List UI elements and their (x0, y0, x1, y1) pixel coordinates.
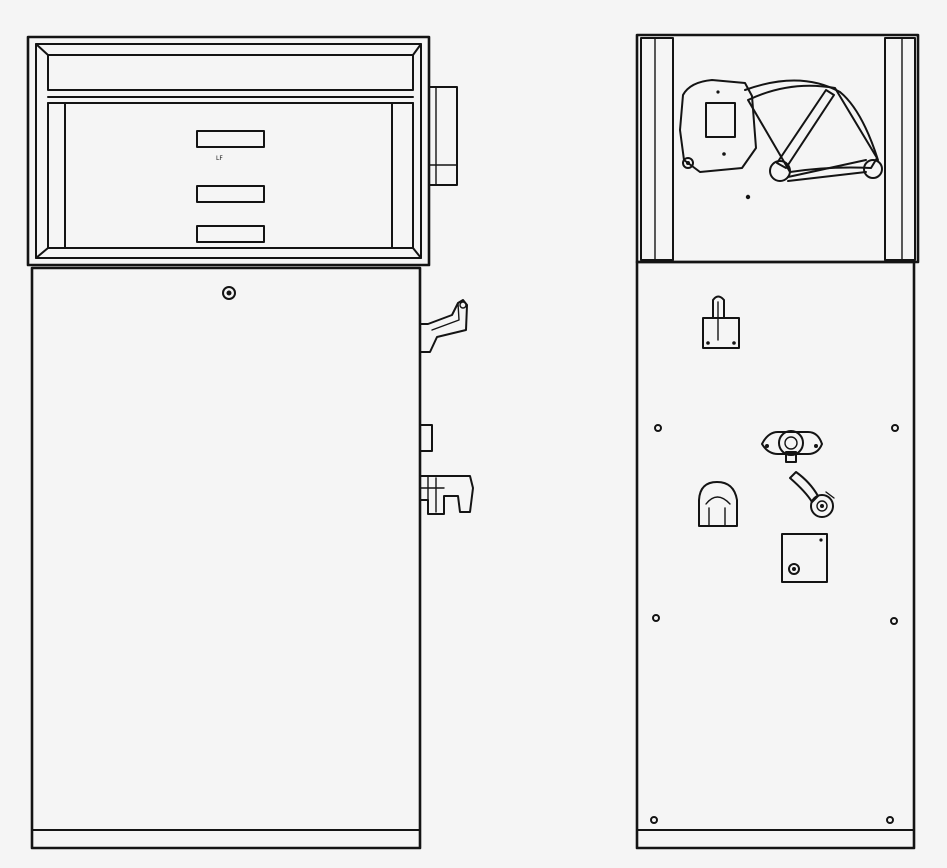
meter-pointer-arm (776, 89, 835, 169)
motor-unit (698, 481, 738, 527)
head-side-box (428, 86, 458, 186)
meter-sector (747, 84, 878, 173)
head-bevel-tl (35, 43, 49, 56)
meter-plate-bolt (682, 157, 694, 169)
head-outer-frame (26, 35, 431, 267)
meter-window (705, 102, 736, 138)
switch-cutout (702, 295, 740, 349)
front-lock-icon (222, 286, 236, 300)
side-head-left-post (640, 37, 674, 261)
junction-box (781, 533, 828, 583)
panel-screw-tr (891, 424, 899, 432)
meter-link-rod (787, 159, 867, 178)
pump-valve-fitting (761, 430, 823, 463)
head-bevel-bl (35, 247, 49, 259)
meter-link-rod-2 (787, 171, 867, 182)
meter-mechanism (679, 79, 883, 200)
side-head-frame (635, 33, 920, 264)
display-window-amount (196, 130, 265, 148)
front-head-housing (26, 35, 431, 267)
nozzle-boot (419, 475, 474, 515)
meter-pivot (769, 160, 791, 182)
display-window-price (196, 225, 265, 243)
side-cabinet-body (635, 260, 916, 850)
panel-screw-tl (654, 424, 662, 432)
hose-swivel (789, 471, 835, 518)
side-head-housing (635, 33, 920, 264)
meter-plate (679, 79, 757, 173)
side-small-block (419, 424, 433, 452)
head-bevel-br (412, 247, 422, 259)
side-view (635, 33, 920, 850)
side-head-right-post (884, 37, 916, 261)
panel-screw-bl (650, 816, 658, 824)
meter-sector-arc (744, 79, 879, 161)
panel-screw-br (886, 816, 894, 824)
meter-roller (863, 159, 883, 179)
display-window-volume (196, 185, 265, 203)
display-label: LF (216, 155, 223, 162)
head-top-panel (47, 54, 414, 91)
head-left-pillar (47, 102, 66, 249)
head-bevel-tr (412, 43, 422, 56)
front-view: LF (26, 35, 474, 850)
head-right-pillar (391, 102, 414, 249)
front-cabinet-body (30, 266, 422, 850)
head-inner-frame (35, 43, 422, 259)
panel-screw-mr (890, 617, 898, 625)
nozzle-holder-lever (419, 299, 468, 353)
panel-screw-ml (652, 614, 660, 622)
